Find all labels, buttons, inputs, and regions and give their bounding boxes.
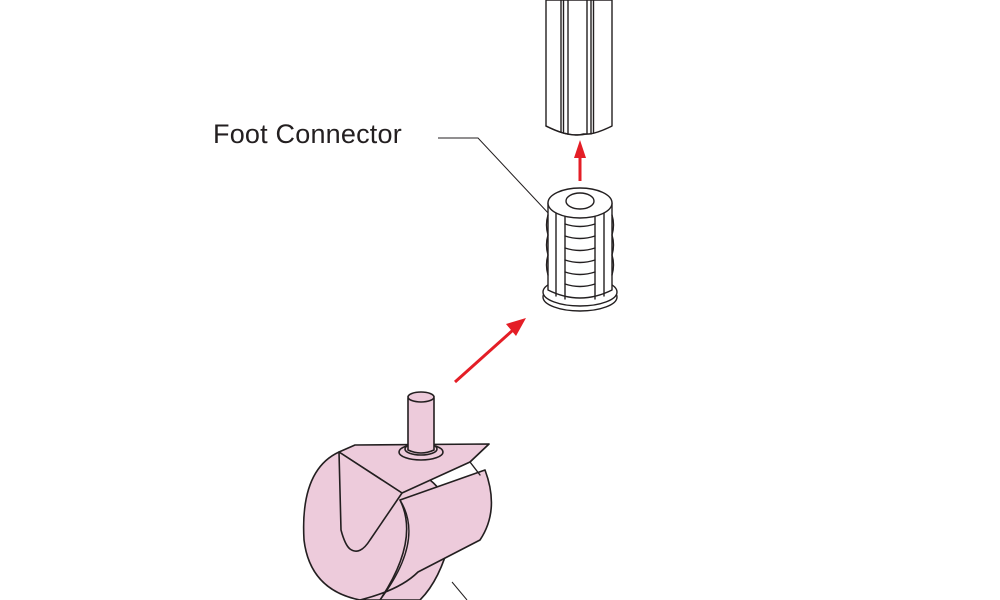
caster-wheel <box>302 391 493 600</box>
arrow-connector-to-tube <box>574 140 586 181</box>
arrow-caster-to-connector <box>453 318 526 384</box>
foot-connector <box>542 187 618 312</box>
foot-connector-label: Foot Connector <box>213 119 402 149</box>
foot-connector-leader-line <box>438 137 551 216</box>
tube-leg <box>545 0 613 136</box>
